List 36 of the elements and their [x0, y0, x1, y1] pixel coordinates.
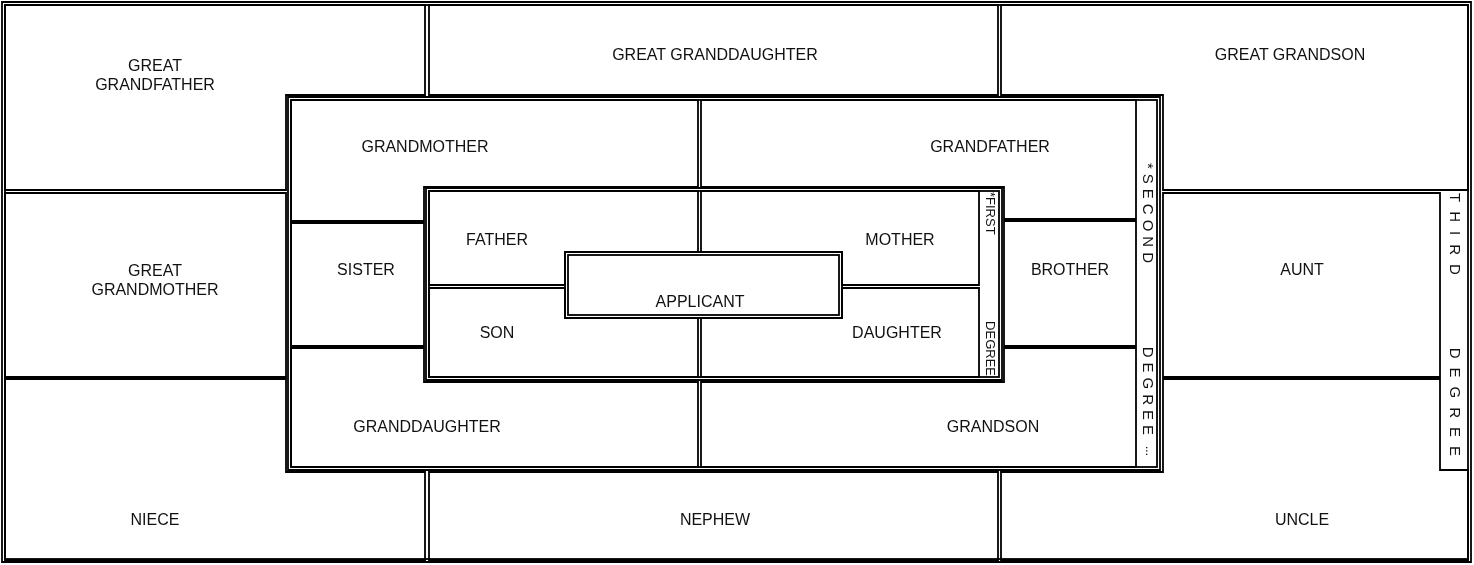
relationship-label: DAUGHTER: [852, 323, 942, 343]
relationship-cell: [5, 193, 286, 377]
relationship-label: GREAT GRANDDAUGHTER: [612, 45, 818, 65]
relationship-cell: [1004, 221, 1136, 346]
relationship-label: GRANDDAUGHTER: [353, 417, 501, 437]
degree-label: THIRD DEGREE: [1446, 193, 1463, 465]
relationship-label: BROTHER: [1030, 260, 1110, 280]
relationship-cell: [291, 223, 424, 346]
relationship-cell: [291, 100, 698, 221]
relationship-label: GREAT GRANDFATHER: [94, 55, 216, 95]
relationship-label: GRANDFATHER: [930, 137, 1050, 157]
relationship-label: NEPHEW: [679, 510, 751, 530]
relationship-cell: [701, 191, 979, 285]
applicant-box: [565, 252, 842, 318]
relationship-label: GRANDMOTHER: [361, 137, 489, 157]
relationship-cell: [429, 191, 698, 285]
relationship-label: GREAT GRANDMOTHER: [90, 260, 220, 300]
degree-label: *SECOND DEGREE: [1141, 163, 1156, 440]
relationship-label: SISTER: [337, 260, 395, 280]
degree-band: [288, 97, 1160, 470]
relationship-cell: [1163, 193, 1440, 377]
relationship-label: UNCLE: [1274, 510, 1330, 530]
relationship-label: FATHER: [466, 230, 528, 250]
ellipsis-mark: ...: [1142, 446, 1156, 456]
relationship-cell: [429, 5, 998, 95]
degree-band: [426, 188, 1002, 380]
relationship-label: SON: [479, 323, 515, 343]
relationship-label: GREAT GRANDSON: [1214, 45, 1366, 65]
relationship-label: GRANDSON: [946, 417, 1040, 437]
relationship-label: MOTHER: [865, 230, 935, 250]
relationship-cell: [429, 472, 998, 560]
relationship-cell: [291, 348, 698, 467]
relationship-label: APPLICANT: [655, 292, 745, 312]
degree-label: *FIRST DEGREE: [982, 192, 997, 376]
relationship-label: AUNT: [1280, 260, 1324, 280]
relationship-label: NIECE: [130, 510, 180, 530]
